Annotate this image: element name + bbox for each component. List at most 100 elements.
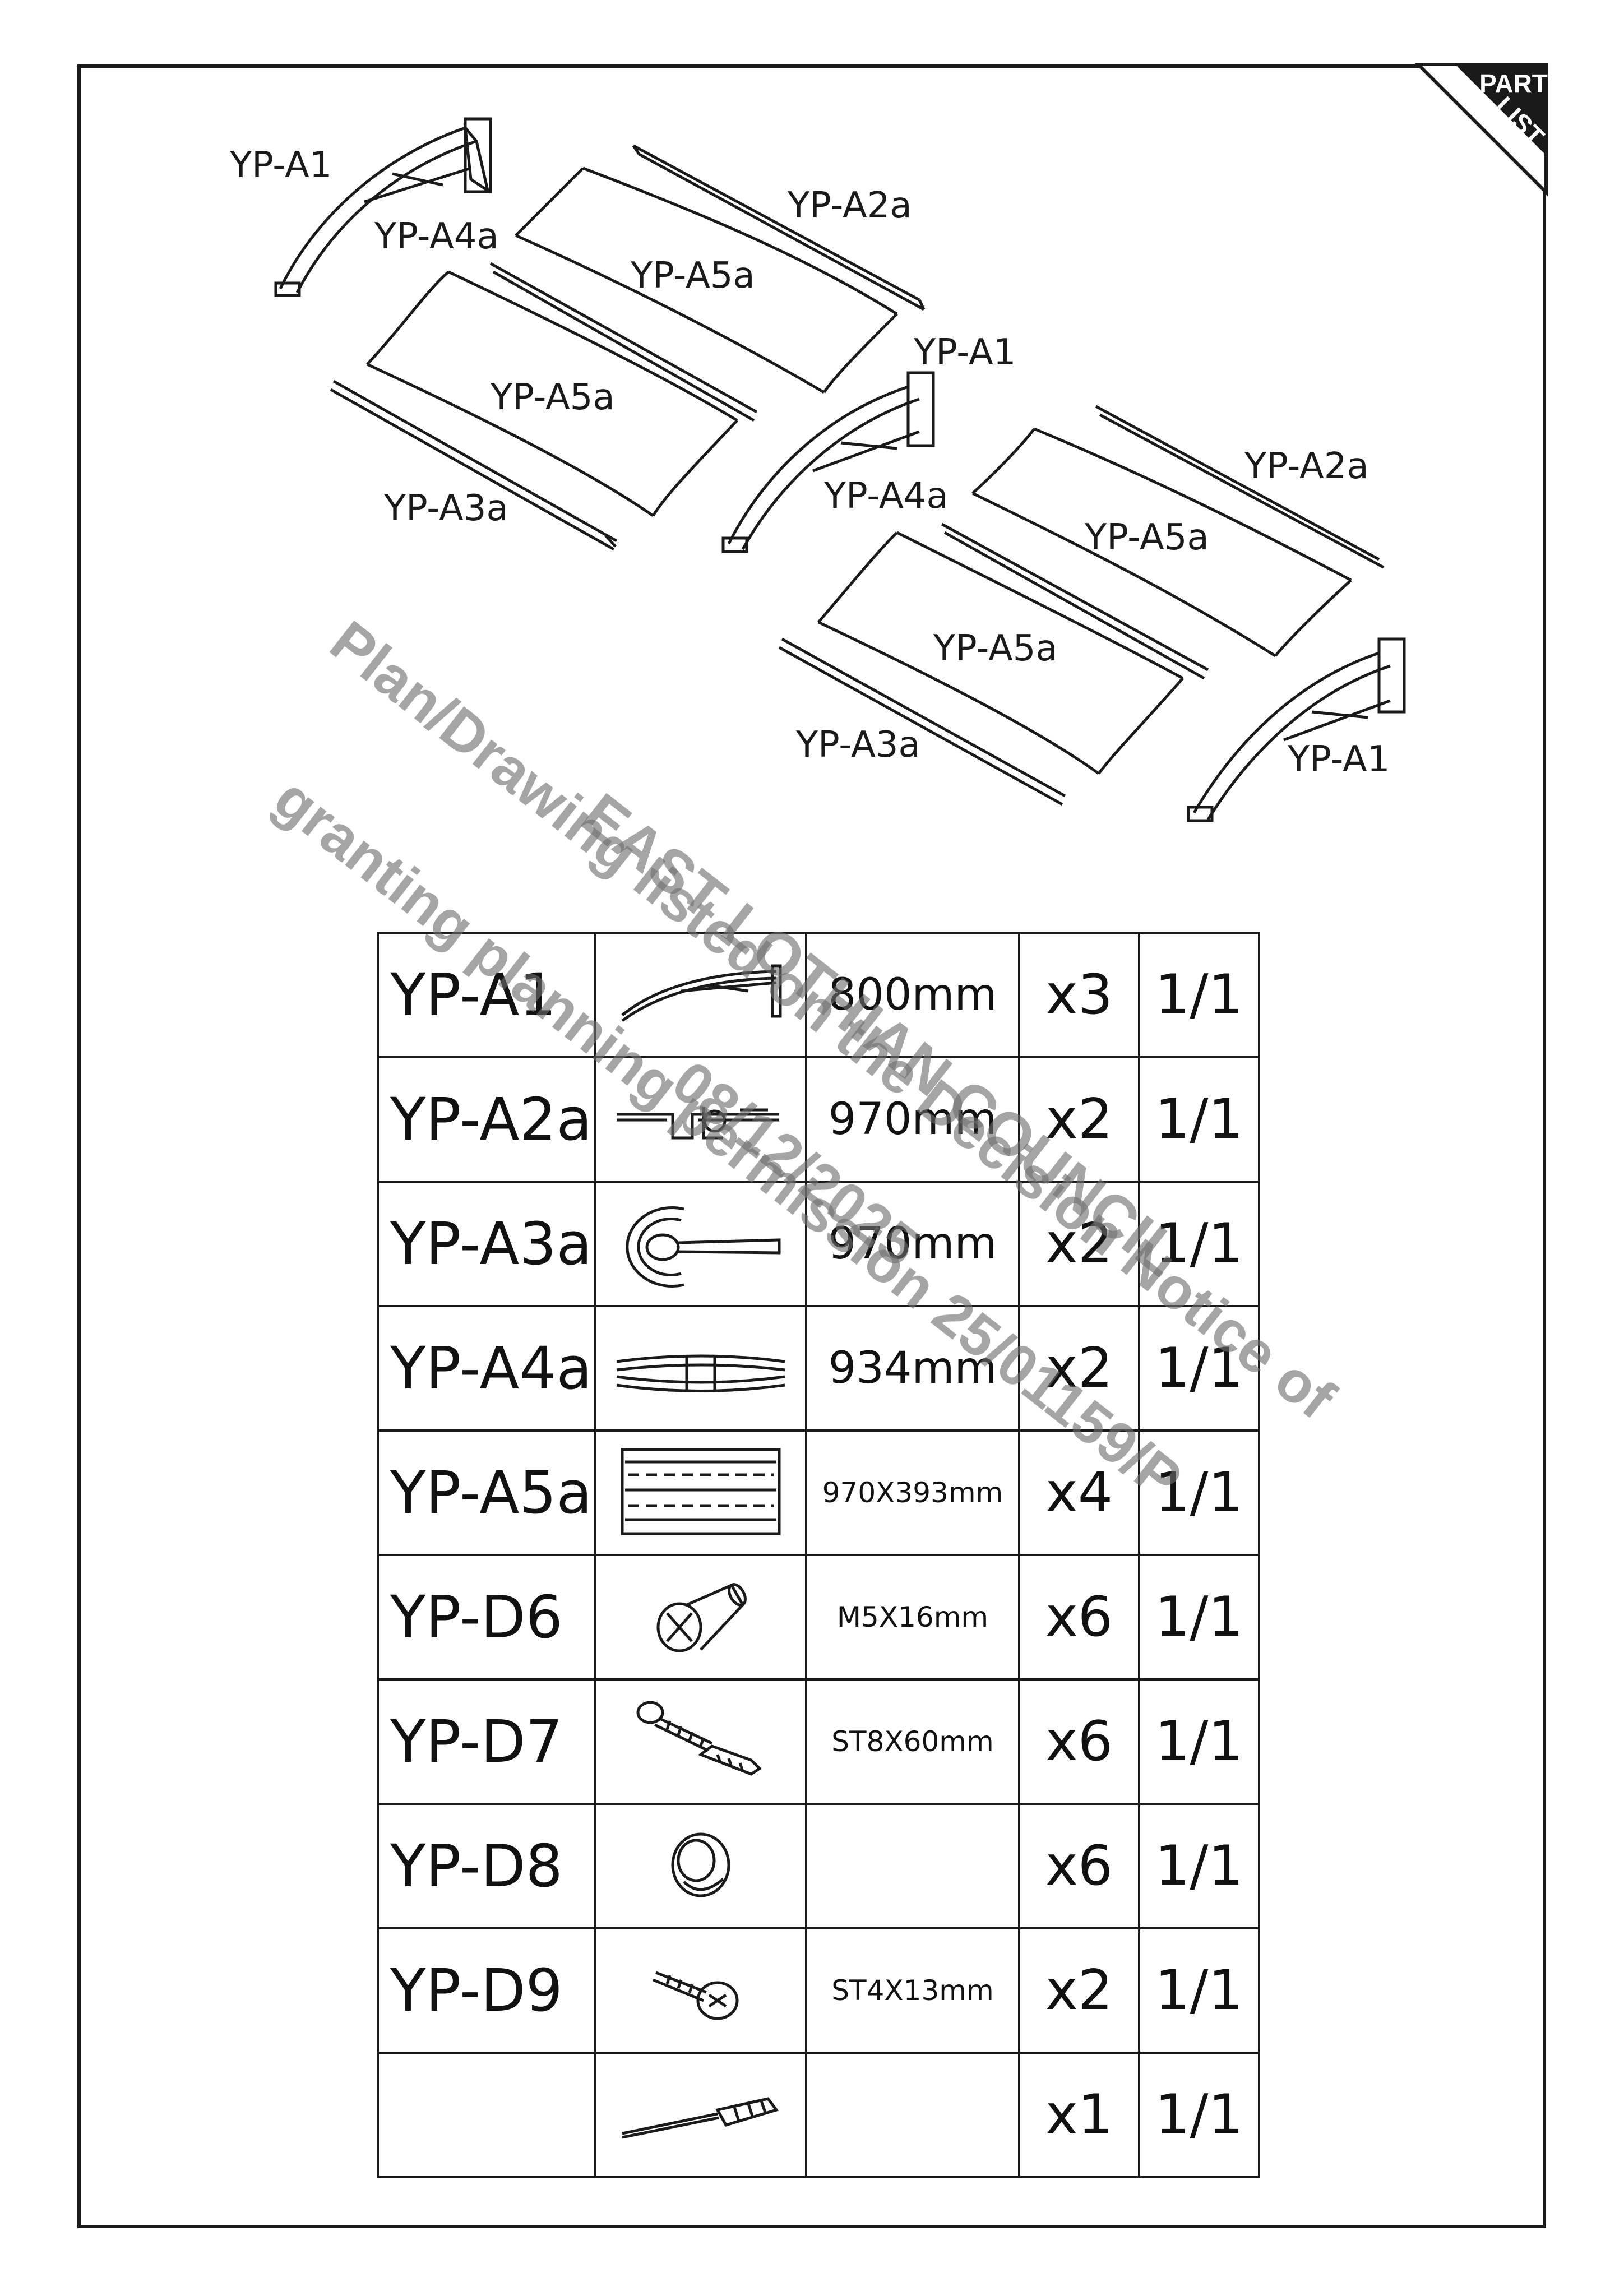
part-image <box>594 1429 807 1556</box>
part-quantity: x4 <box>1018 1429 1140 1556</box>
part-size: ST4X13mm <box>805 1927 1020 2054</box>
table-row: YP-A3a 970mm x2 1/1 <box>377 1181 1260 1307</box>
part-ratio: 1/1 <box>1138 1678 1260 1805</box>
table-row: YP-A5a 970X393mm x4 1/1 <box>377 1429 1260 1556</box>
part-size <box>805 1803 1020 1929</box>
part-ratio: 1/1 <box>1138 1927 1260 2054</box>
part-code: YP-D8 <box>377 1803 596 1929</box>
sheet-a5a-right-bottom <box>817 531 1184 775</box>
profile-a2a-right <box>1095 405 1385 569</box>
part-code: YP-D6 <box>377 1554 596 1681</box>
polycarbonate-sheet-icon <box>621 1448 781 1535</box>
bracket-middle <box>721 371 935 553</box>
profile-a3a-right <box>778 637 1066 806</box>
parts-table: YP-A1 800mm x3 1/1 YP-A2a <box>377 932 1260 2178</box>
part-code: YP-A3a <box>377 1181 596 1307</box>
self-tapping-screw-icon <box>653 1971 739 2020</box>
label-yp-a2a-right: YP-A2a <box>1244 446 1369 487</box>
end-cap-profile-icon <box>626 1206 781 1288</box>
part-image <box>594 932 807 1058</box>
part-quantity: x6 <box>1018 1678 1140 1805</box>
label-yp-a2a-left: YP-A2a <box>788 185 912 226</box>
sheet-a5a-left-bottom <box>366 270 738 517</box>
part-image <box>594 1181 807 1307</box>
arch-bracket-icon <box>621 964 782 1022</box>
label-yp-a5a-left-bottom: YP-A5a <box>491 377 615 418</box>
part-ratio: 1/1 <box>1138 1554 1260 1681</box>
part-image <box>594 1803 807 1929</box>
part-quantity: x2 <box>1018 1305 1140 1432</box>
part-code <box>377 2052 596 2178</box>
part-size: 970X393mm <box>805 1429 1020 1556</box>
sheet-a5a-left-top <box>515 166 898 394</box>
part-image <box>594 1678 807 1805</box>
part-code: YP-D9 <box>377 1927 596 2054</box>
part-quantity: x2 <box>1018 1927 1140 2054</box>
profile-a3a-left <box>330 379 618 551</box>
part-quantity: x2 <box>1018 1056 1140 1183</box>
part-code: YP-A2a <box>377 1056 596 1183</box>
part-quantity: x1 <box>1018 2052 1140 2178</box>
table-row: YP-A2a 970mm x2 1/1 <box>377 1056 1260 1183</box>
part-size: 934mm <box>805 1305 1020 1432</box>
corner-tag-line1: PART <box>1479 69 1548 98</box>
part-quantity: x2 <box>1018 1181 1140 1307</box>
part-ratio: 1/1 <box>1138 1803 1260 1929</box>
part-image <box>594 2052 807 2178</box>
connector-a4a-left <box>489 262 758 422</box>
part-image <box>594 1927 807 2054</box>
label-yp-a1-left: YP-A1 <box>230 145 332 186</box>
part-image <box>594 1305 807 1432</box>
table-row: YP-D6 M5X16mm x6 1/1 <box>377 1554 1260 1681</box>
h-connector-profile-icon <box>616 1354 785 1392</box>
bracket-right <box>1187 637 1406 822</box>
part-size <box>805 2052 1020 2178</box>
label-yp-a3a-left: YP-A3a <box>384 488 508 529</box>
wall-profile-icon <box>617 1107 779 1139</box>
table-row: x1 1/1 <box>377 2052 1260 2178</box>
part-code: YP-A1 <box>377 932 596 1058</box>
part-size: ST8X60mm <box>805 1678 1020 1805</box>
part-quantity: x3 <box>1018 932 1140 1058</box>
part-quantity: x6 <box>1018 1554 1140 1681</box>
cap-nut-icon <box>671 1832 730 1897</box>
part-size: 800mm <box>805 932 1020 1058</box>
screwdriver-icon <box>622 2096 779 2138</box>
table-row: YP-A1 800mm x3 1/1 <box>377 932 1260 1058</box>
part-ratio: 1/1 <box>1138 2052 1260 2178</box>
label-yp-a3a-right: YP-A3a <box>796 724 920 766</box>
profile-a2a-left <box>632 144 926 311</box>
part-code: YP-D7 <box>377 1678 596 1805</box>
part-image <box>594 1056 807 1183</box>
part-code: YP-A5a <box>377 1429 596 1556</box>
part-size: 970mm <box>805 1181 1020 1307</box>
bolt-icon <box>656 1582 747 1652</box>
table-row: YP-D7 ST8X60mm x6 1/1 <box>377 1678 1260 1805</box>
label-yp-a4a-left: YP-A4a <box>374 216 499 257</box>
part-image <box>594 1554 807 1681</box>
part-code: YP-A4a <box>377 1305 596 1432</box>
label-yp-a5a-right-bottom: YP-A5a <box>933 628 1058 669</box>
label-yp-a1-middle: YP-A1 <box>914 332 1016 373</box>
part-quantity: x6 <box>1018 1803 1140 1929</box>
table-row: YP-D9 ST4X13mm x2 1/1 <box>377 1927 1260 2054</box>
label-yp-a1-right: YP-A1 <box>1288 739 1390 780</box>
label-yp-a5a-left-top: YP-A5a <box>631 255 755 297</box>
page-frame <box>77 64 1546 2228</box>
part-size: 970mm <box>805 1056 1020 1183</box>
screw-and-anchor-icon <box>636 1701 762 1776</box>
label-yp-a5a-right-top: YP-A5a <box>1085 517 1209 558</box>
part-ratio: 1/1 <box>1138 932 1260 1058</box>
part-ratio: 1/1 <box>1138 1056 1260 1183</box>
part-ratio: 1/1 <box>1138 1181 1260 1307</box>
sheet-a5a-right-top <box>971 427 1352 658</box>
label-yp-a4a-right: YP-A4a <box>824 475 949 517</box>
connector-a4a-right <box>941 522 1209 680</box>
bracket-left <box>274 117 492 297</box>
part-ratio: 1/1 <box>1138 1305 1260 1432</box>
table-row: YP-A4a 934mm x2 1/1 <box>377 1305 1260 1432</box>
part-ratio: 1/1 <box>1138 1429 1260 1556</box>
table-row: YP-D8 x6 1/1 <box>377 1803 1260 1929</box>
